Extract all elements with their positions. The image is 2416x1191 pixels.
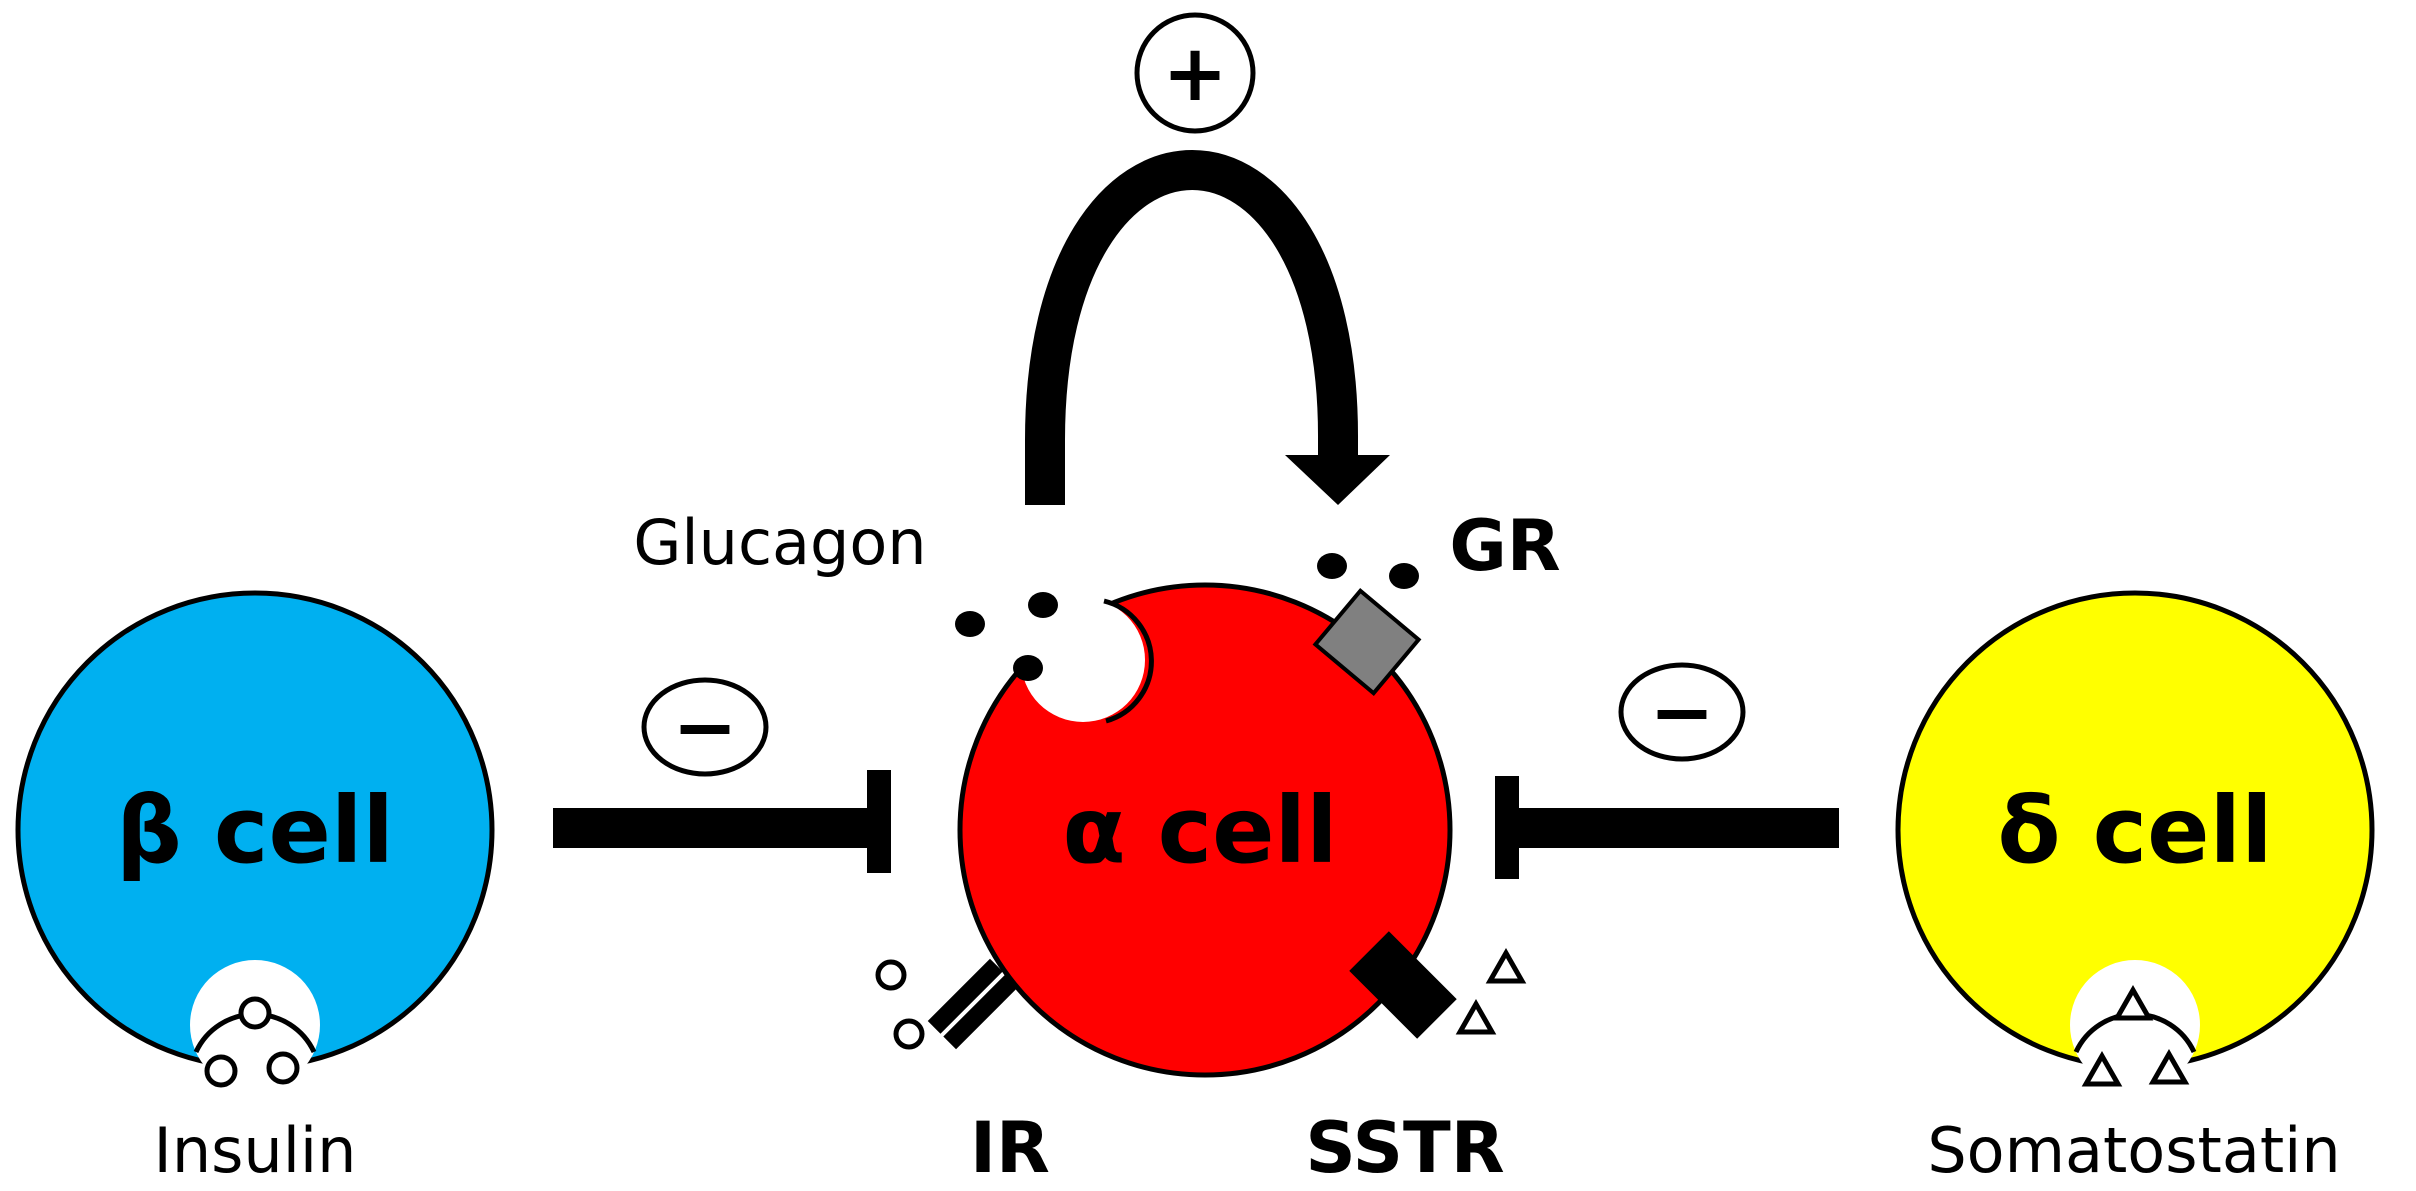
glucagon-granule xyxy=(1317,553,1347,579)
glucagon-granules-bound xyxy=(1317,553,1419,589)
gr-receptor xyxy=(1312,587,1422,697)
glucagon-granule xyxy=(1028,592,1058,618)
positive-sign-circle xyxy=(1134,12,1256,134)
negative-sign-delta: − xyxy=(1618,662,1746,762)
glucagon-granules-release xyxy=(955,592,1058,681)
beta-cell-body xyxy=(15,590,495,1070)
negative-sign-beta: − xyxy=(641,677,769,777)
insulin-inhibition-arrow xyxy=(553,770,891,873)
negative-sign-symbol: − xyxy=(672,683,737,773)
somatostatin-at-sstr xyxy=(1455,947,1527,1035)
somatostatin-triangle xyxy=(1455,998,1497,1035)
insulin-granule xyxy=(875,959,907,991)
beta-cell-label: β cell xyxy=(116,777,394,884)
ir-receptor-bar xyxy=(927,958,1003,1034)
ir-label: IR xyxy=(970,1107,1050,1189)
positive-sign-symbol: + xyxy=(1162,29,1227,119)
feedback-arc xyxy=(1025,150,1359,505)
beta-cell: β cell xyxy=(15,590,495,1070)
alpha-cell-body xyxy=(957,582,1453,1078)
insulin-granules-at-ir xyxy=(875,959,925,1050)
feedback-arrowhead xyxy=(1285,455,1390,505)
sstr-receptor xyxy=(1349,931,1457,1039)
delta-cell-body xyxy=(1895,590,2375,1070)
delta-cell-label: δ cell xyxy=(1997,777,2272,884)
positive-sign: + xyxy=(1134,12,1256,134)
glucagon-granule xyxy=(955,611,985,637)
negative-sign-symbol: − xyxy=(1649,668,1714,758)
insulin-label: Insulin xyxy=(154,1114,357,1187)
somatostatin-inhibition-arrow xyxy=(1495,776,1839,879)
insulin-granule xyxy=(238,996,272,1030)
alpha-cell-label: α cell xyxy=(1062,777,1337,884)
sstr-label: SSTR xyxy=(1305,1107,1504,1189)
negative-sign-circle xyxy=(641,677,769,777)
insulin-granule xyxy=(893,1018,925,1050)
inhibition-line xyxy=(1517,808,1839,848)
ir-receptor-bar xyxy=(943,974,1019,1050)
gr-label: GR xyxy=(1449,505,1560,587)
insulin-granule xyxy=(266,1051,300,1085)
somatostatin-triangle xyxy=(2112,984,2154,1021)
alpha-cell-notch-edge xyxy=(1103,598,1154,724)
glucagon-granule xyxy=(1013,655,1043,681)
inhibition-bar xyxy=(1495,776,1519,879)
somatostatin-granules xyxy=(2081,984,2190,1087)
negative-sign-circle xyxy=(1618,662,1746,762)
ir-receptor xyxy=(927,958,1019,1050)
somatostatin-triangle xyxy=(2148,1048,2190,1085)
somatostatin-triangle xyxy=(1485,947,1527,984)
insulin-granule xyxy=(204,1054,238,1088)
somatostatin-triangle xyxy=(2081,1050,2123,1087)
inhibition-line xyxy=(553,808,881,848)
glucagon-granule xyxy=(1389,563,1419,589)
glucagon-label: Glucagon xyxy=(633,506,926,579)
insulin-granules xyxy=(204,996,300,1088)
alpha-cell: α cell xyxy=(957,582,1453,1078)
somatostatin-label: Somatostatin xyxy=(1927,1114,2340,1187)
inhibition-bar xyxy=(867,770,891,873)
glucagon-feedback-arrow xyxy=(1025,150,1390,505)
